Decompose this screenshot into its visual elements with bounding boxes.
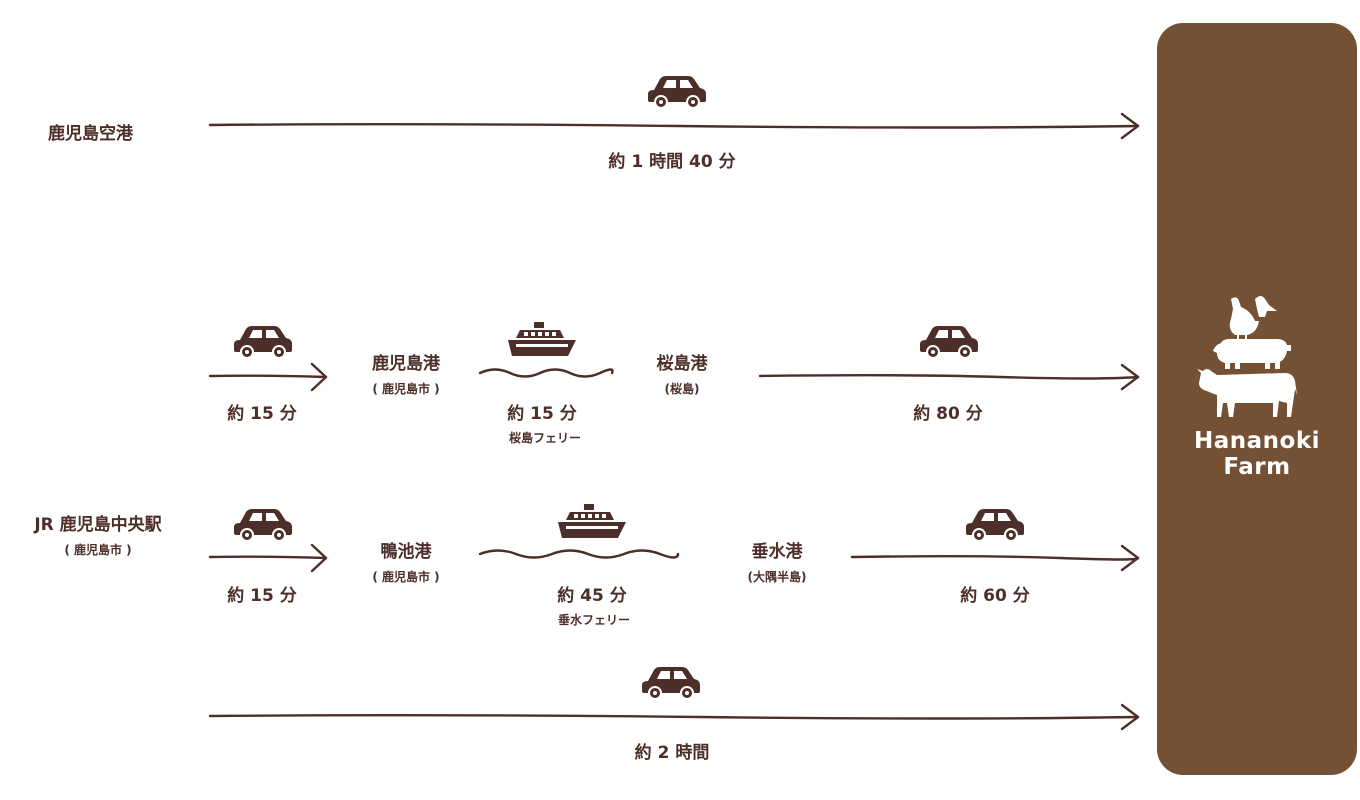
arrow-tarumizu-leg1 xyxy=(208,555,328,560)
origin-station: JR 鹿児島中央駅 xyxy=(34,515,162,535)
port-sakurajima-sub: (桜島) xyxy=(664,382,700,396)
time-tarumizu-ferry: 約 45 分 xyxy=(557,586,627,606)
ship-icon xyxy=(508,322,576,356)
port-tarumizu: 垂水港 xyxy=(751,542,803,562)
wave-tarumizu xyxy=(478,549,680,559)
time-tarumizu-leg1: 約 15 分 xyxy=(227,586,297,606)
time-sakurajima-leg3: 約 80 分 xyxy=(913,404,983,424)
port-tarumizu-sub: (大隅半島) xyxy=(747,570,807,584)
arrow-airport xyxy=(208,123,1140,129)
origin-station-sub: ( 鹿児島市 ) xyxy=(64,543,132,557)
port-kagoshima: 鹿児島港 xyxy=(372,354,440,374)
origin-airport: 鹿児島空港 xyxy=(48,124,133,144)
port-kagoshima-sub: ( 鹿児島市 ) xyxy=(372,382,440,396)
ship-icon xyxy=(558,504,626,538)
car-icon xyxy=(233,325,293,358)
arrowhead-tarumizu-leg1 xyxy=(310,543,328,573)
car-icon xyxy=(641,666,701,699)
farm-name-line1: Hananoki xyxy=(1193,428,1321,454)
arrowhead-station-direct xyxy=(1120,703,1140,731)
destination-panel: Hananoki Farm xyxy=(1157,23,1357,775)
ferry-tarumizu: 垂水フェリー xyxy=(557,613,631,627)
car-icon xyxy=(647,75,707,108)
arrowhead-tarumizu-leg3 xyxy=(1120,544,1140,572)
port-sakurajima: 桜島港 xyxy=(656,354,708,374)
arrowhead-sakurajima-leg1 xyxy=(310,362,328,392)
time-airport: 約 1 時間 40 分 xyxy=(608,152,736,172)
port-kamoike-sub: ( 鹿児島市 ) xyxy=(372,570,440,584)
arrow-station-direct xyxy=(208,714,1140,720)
time-sakurajima-ferry: 約 15 分 xyxy=(507,404,577,424)
arrowhead-airport xyxy=(1120,112,1140,140)
car-icon xyxy=(919,325,979,358)
time-tarumizu-leg3: 約 60 分 xyxy=(960,586,1030,606)
farm-name-line2: Farm xyxy=(1223,454,1291,480)
arrowhead-sakurajima-leg3 xyxy=(1120,363,1140,391)
arrow-sakurajima-leg3 xyxy=(758,374,1140,380)
ferry-sakurajima: 桜島フェリー xyxy=(508,431,582,445)
farm-animals-logo xyxy=(1197,296,1297,417)
arrow-sakurajima-leg1 xyxy=(208,374,328,379)
time-station-direct: 約 2 時間 xyxy=(634,743,710,763)
arrow-tarumizu-leg3 xyxy=(850,555,1140,561)
port-kamoike: 鴨池港 xyxy=(380,542,432,562)
car-icon xyxy=(965,508,1025,541)
car-icon xyxy=(233,508,293,541)
time-sakurajima-leg1: 約 15 分 xyxy=(227,404,297,424)
wave-sakurajima xyxy=(478,368,614,378)
